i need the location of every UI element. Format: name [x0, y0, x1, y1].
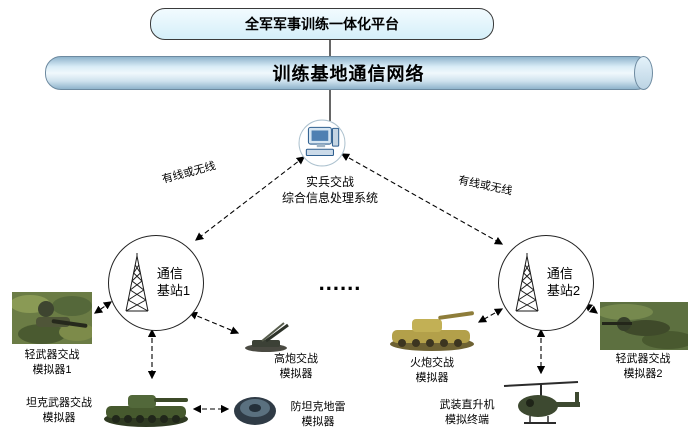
tower-icon — [125, 253, 149, 312]
light-weapon-2-label: 轻武器交战 模拟器2 — [615, 353, 671, 380]
base-station-1-label: 通信 基站1 — [156, 266, 191, 298]
soldier-image-1 — [10, 292, 95, 344]
tank-label: 坦克武器交战 模拟器 — [26, 397, 92, 424]
base-station-2-label: 通信 基站2 — [546, 266, 581, 298]
base-station-2: 通信 基站2 — [498, 235, 594, 331]
helicopter-image — [498, 376, 583, 434]
network-label: 训练基地通信网络 — [272, 64, 425, 84]
soldier-image-2 — [597, 302, 694, 350]
tank-image — [102, 382, 190, 428]
mine-image — [232, 392, 278, 428]
aa-gun-image — [242, 322, 294, 352]
base-station-1: 通信 基站1 — [108, 235, 204, 331]
helicopter-label: 武装直升机 模拟终端 — [439, 399, 495, 426]
aa-gun-label: 高炮交战 模拟器 — [274, 353, 318, 380]
ellipsis-dots: ...... — [318, 270, 362, 295]
artillery-image — [388, 308, 476, 352]
artillery-label: 火炮交战 模拟器 — [410, 357, 454, 384]
tower-icon — [515, 253, 539, 312]
processor-label: 实兵交战 综合信息处理系统 — [281, 175, 378, 206]
light-weapon-1-label: 轻武器交战 模拟器1 — [24, 349, 80, 376]
mine-label: 防坦克地雷 模拟器 — [290, 401, 346, 428]
cylinder-cap-icon — [634, 56, 653, 90]
computer-icon — [298, 119, 346, 167]
platform-label: 全军军事训练一体化平台 — [245, 16, 399, 32]
platform-box: 全军军事训练一体化平台 — [150, 8, 494, 40]
network-backbone: 训练基地通信网络 — [45, 56, 653, 90]
